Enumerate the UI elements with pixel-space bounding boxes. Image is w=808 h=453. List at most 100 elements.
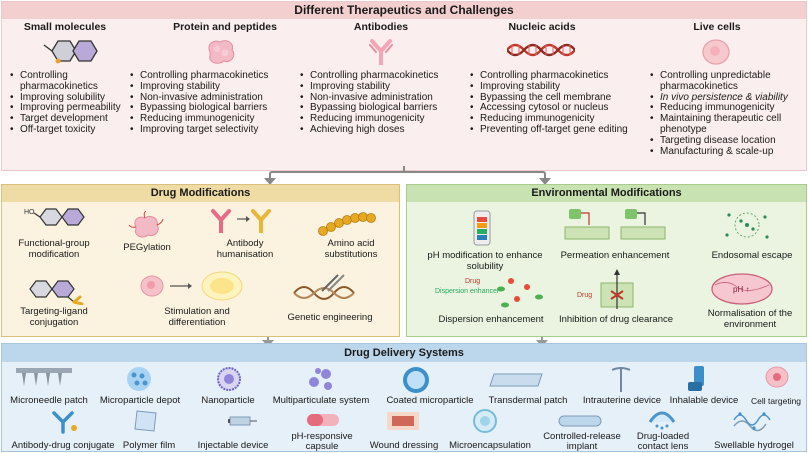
cell-icon: [702, 39, 730, 65]
drug-mod-label: Amino acid substitutions: [324, 238, 378, 260]
genetic-engineering-icon: [293, 274, 355, 300]
stimulation-differentiation-icon: [140, 271, 243, 301]
list-item: Controlling unpredictable pharmacokineti…: [648, 70, 808, 93]
drug-mod-label: Stimulation and differentiation: [164, 306, 230, 328]
delivery-label: Drug-loaded contact lens: [636, 431, 690, 452]
delivery-label: Cell targeting: [750, 396, 802, 406]
panel-title: Environmental Modifications: [407, 185, 806, 202]
wound-dressing-icon: [387, 412, 419, 430]
delivery-label: Antibody-drug conjugate: [11, 440, 115, 451]
list-item: Preventing off-target gene editing: [468, 124, 646, 136]
challenge-list: Controlling pharmacokinetics Improving s…: [8, 70, 130, 136]
list-item: Maintaining therapeutic cell phenotype: [648, 113, 808, 136]
microencapsulation-icon: [473, 409, 497, 433]
delivery-label: Inhalable device: [669, 395, 739, 406]
list-item: Improving stability: [298, 81, 470, 93]
list-item: Reducing immunogenicity: [648, 103, 808, 114]
column-protein-peptides: Protein and peptides: [160, 20, 290, 34]
small-molecule-icon: [43, 40, 98, 64]
drug-mod-label: Genetic engineering: [287, 312, 373, 323]
ho-label: HO: [24, 209, 35, 216]
delivery-label: Nanoparticle: [201, 395, 255, 406]
column-heading: Antibodies: [353, 21, 409, 33]
list-item: Bypassing biological barriers: [128, 103, 300, 114]
drug-delivery-panel: Drug Delivery Systems Microneedle patch …: [1, 343, 807, 452]
enhancer-label: Dispersion enhancer: [435, 288, 500, 295]
antibody-humanisation-icon: [211, 209, 271, 233]
challenge-list: Controlling pharmacokinetics Improving s…: [128, 70, 300, 136]
list-item: Controlling pharmacokinetics: [468, 70, 646, 82]
list-item: Achieving high doses: [298, 124, 470, 136]
antibody-icon: [369, 39, 393, 65]
delivery-label: Microparticle depot: [99, 395, 181, 406]
panel-title: Drug Delivery Systems: [2, 344, 806, 362]
panel-title: Drug Modifications: [2, 185, 399, 202]
amino-acid-chain-icon: [318, 212, 376, 236]
list-item: Manufacturing & scale-up: [648, 146, 808, 158]
drug-label: Drug: [465, 278, 480, 285]
connector-arrows: [264, 166, 551, 185]
delivery-label: Multiparticulate system: [272, 395, 370, 406]
ph-responsive-capsule-icon: [307, 414, 339, 426]
contact-lens-icon: [648, 411, 676, 430]
targeting-ligand-icon: [29, 280, 84, 305]
functional-group-icon: HO: [24, 208, 85, 226]
column-heading: Nucleic acids: [508, 21, 576, 33]
column-antibodies: Antibodies: [326, 20, 436, 34]
challenge-list: Controlling pharmacokinetics Improving s…: [468, 70, 646, 136]
challenge-list: Controlling unpredictable pharmacokineti…: [648, 70, 808, 158]
drug-label-2: Drug: [577, 292, 592, 299]
inhaler-icon: [688, 366, 704, 391]
endosome-icon: [725, 212, 769, 239]
delivery-label: Wound dressing: [369, 440, 439, 451]
swellable-hydrogel-icon: [733, 412, 771, 432]
controlled-release-implant-icon: [558, 415, 602, 427]
column-heading: Live cells: [693, 21, 741, 33]
multiparticulate-icon: [309, 368, 332, 390]
delivery-label: Microneedle patch: [10, 395, 88, 406]
ph-strip-icon: [473, 210, 491, 246]
column-heading: Protein and peptides: [173, 21, 277, 33]
list-item: Improving stability: [128, 81, 300, 93]
microparticle-depot-icon: [127, 367, 151, 391]
drug-mod-label: Targeting-ligand conjugation: [20, 306, 88, 328]
list-item: Reducing immunogenicity: [128, 113, 300, 125]
list-item: Targeting disease location: [648, 135, 808, 147]
therapeutics-section: Different Therapeutics and Challenges Sm…: [1, 1, 807, 171]
dispersion-icon: Drug Dispersion enhancer: [435, 278, 543, 308]
drug-mod-label: Antibody humanisation: [216, 238, 274, 260]
list-item: Off-target toxicity: [8, 124, 130, 136]
drug-mod-label: Functional-group modification: [18, 238, 90, 260]
list-item: In vivo persistence & viability: [648, 92, 808, 104]
drug-mod-label: PEGylation: [123, 242, 171, 253]
polymer-film-icon: [134, 410, 157, 432]
column-nucleic-acids: Nucleic acids: [482, 20, 602, 34]
antibody-drug-conjugate-icon: [52, 411, 77, 434]
env-mod-label: Normalisation of the environment: [707, 308, 793, 330]
nanoparticle-icon: [217, 367, 241, 391]
list-item: Reducing immunogenicity: [298, 113, 470, 125]
list-item: Reducing immunogenicity: [468, 113, 646, 125]
list-item: Improving solubility: [8, 92, 130, 104]
delivery-label: pH-responsive capsule: [291, 431, 353, 452]
env-mod-label: pH modification to enhance solubility: [427, 250, 543, 272]
list-item: Controlling pharmacokinetics: [128, 70, 300, 82]
environmental-modifications-panel: Environmental Modifications pH modificat…: [406, 184, 807, 337]
list-item: Controlling pharmacokinetics: [8, 70, 130, 93]
column-live-cells: Live cells: [662, 20, 772, 34]
delivery-label: Swellable hydrogel: [714, 440, 794, 451]
list-item: Target development: [8, 113, 130, 125]
delivery-label: Polymer film: [122, 440, 176, 451]
delivery-label: Microencapsulation: [449, 440, 531, 451]
list-item: Improving stability: [468, 81, 646, 93]
column-heading: Small molecules: [23, 21, 107, 33]
list-item: Accessing cytosol or nucleus: [468, 103, 646, 114]
env-mod-label: Endosomal escape: [711, 250, 793, 261]
protein-icon: [208, 40, 235, 64]
tumour-environment-icon: pH ↑: [711, 273, 773, 305]
challenge-list: Controlling pharmacokinetics Improving s…: [298, 70, 470, 136]
drug-clearance-icon: Drug: [577, 269, 634, 309]
injectable-device-icon: [228, 416, 257, 426]
list-item: Non-invasive administration: [298, 92, 470, 104]
microneedle-patch-icon: [16, 368, 72, 386]
